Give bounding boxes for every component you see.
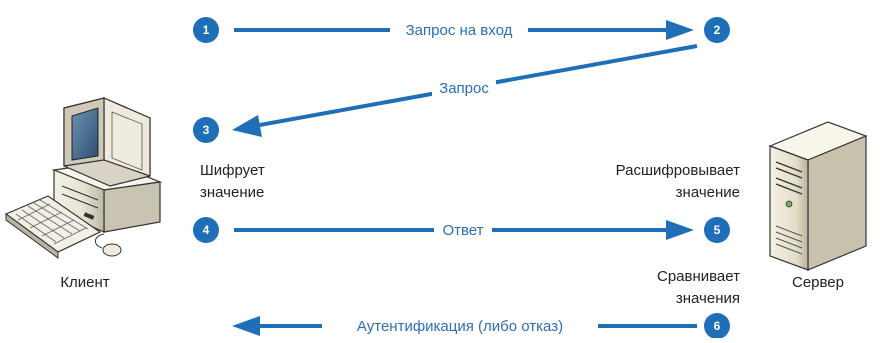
compare-line-1: Сравнивает	[656, 268, 740, 285]
encrypt-line-1: Шифрует	[200, 162, 265, 179]
tower-server-icon	[768, 121, 868, 271]
arrow-authentication: Аутентификация (либо отказ)	[232, 316, 697, 336]
label-login-request: Запрос на вход	[406, 22, 513, 39]
decrypt-line-2: значение	[675, 184, 740, 201]
decrypt-action-text: Расшифровывает значение	[560, 160, 740, 204]
client-label: Клиент	[60, 274, 110, 291]
compare-line-2: значения	[675, 290, 740, 307]
encrypt-action-text: Шифрует значение	[200, 160, 265, 204]
server-label: Сервер	[791, 274, 844, 291]
arrow-response: Ответ	[234, 220, 694, 240]
decrypt-line-1: Расшифровывает	[615, 162, 740, 179]
step-badge-1: 1	[193, 17, 219, 43]
step-number: 5	[714, 223, 721, 237]
step-number: 6	[714, 319, 721, 333]
step-number: 2	[714, 23, 721, 37]
label-request: Запрос	[439, 80, 489, 97]
desktop-computer-icon	[4, 97, 163, 259]
encrypt-line-2: значение	[200, 184, 265, 201]
label-authentication: Аутентификация (либо отказ)	[357, 318, 563, 335]
arrow-request: Запрос	[232, 44, 698, 137]
step-number: 3	[203, 123, 210, 137]
step-number: 4	[203, 223, 210, 237]
arrow-login-request: Запрос на вход	[234, 20, 694, 40]
step-badge-4: 4	[193, 217, 219, 243]
compare-action-text: Сравнивает значения	[580, 266, 740, 310]
step-badge-5: 5	[704, 217, 730, 243]
label-response: Ответ	[442, 222, 483, 239]
step-badge-2: 2	[704, 17, 730, 43]
step-number: 1	[203, 23, 210, 37]
step-badge-3: 3	[193, 117, 219, 143]
step-badge-6: 6	[704, 313, 730, 339]
